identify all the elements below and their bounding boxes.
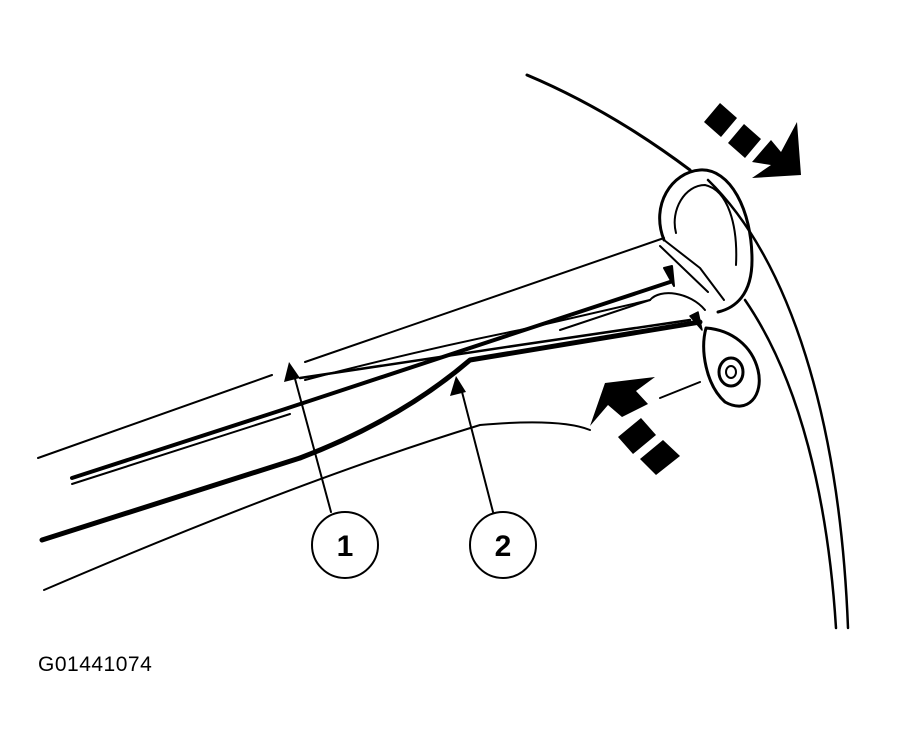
panel-lower-edge: [43, 381, 701, 591]
leader-arrowheads: [284, 362, 466, 396]
callout-2: 2: [469, 511, 537, 579]
callout-leaders: [293, 374, 494, 513]
retaining-rail: [39, 299, 703, 543]
arrow-upper-right: [704, 103, 801, 178]
callout-2-label: 2: [495, 530, 512, 563]
callout-1: 1: [311, 511, 379, 579]
panel-outline: [525, 73, 850, 630]
seal-strip: [70, 265, 675, 485]
arrow-lower-right: [590, 377, 680, 475]
mounting-bracket: [649, 168, 761, 408]
callout-1-circle: [311, 511, 379, 579]
trim-upper-edge: [37, 237, 665, 459]
figure-id: G01441074: [38, 653, 153, 676]
callout-2-circle: [469, 511, 537, 579]
callout-1-label: 1: [337, 530, 354, 563]
